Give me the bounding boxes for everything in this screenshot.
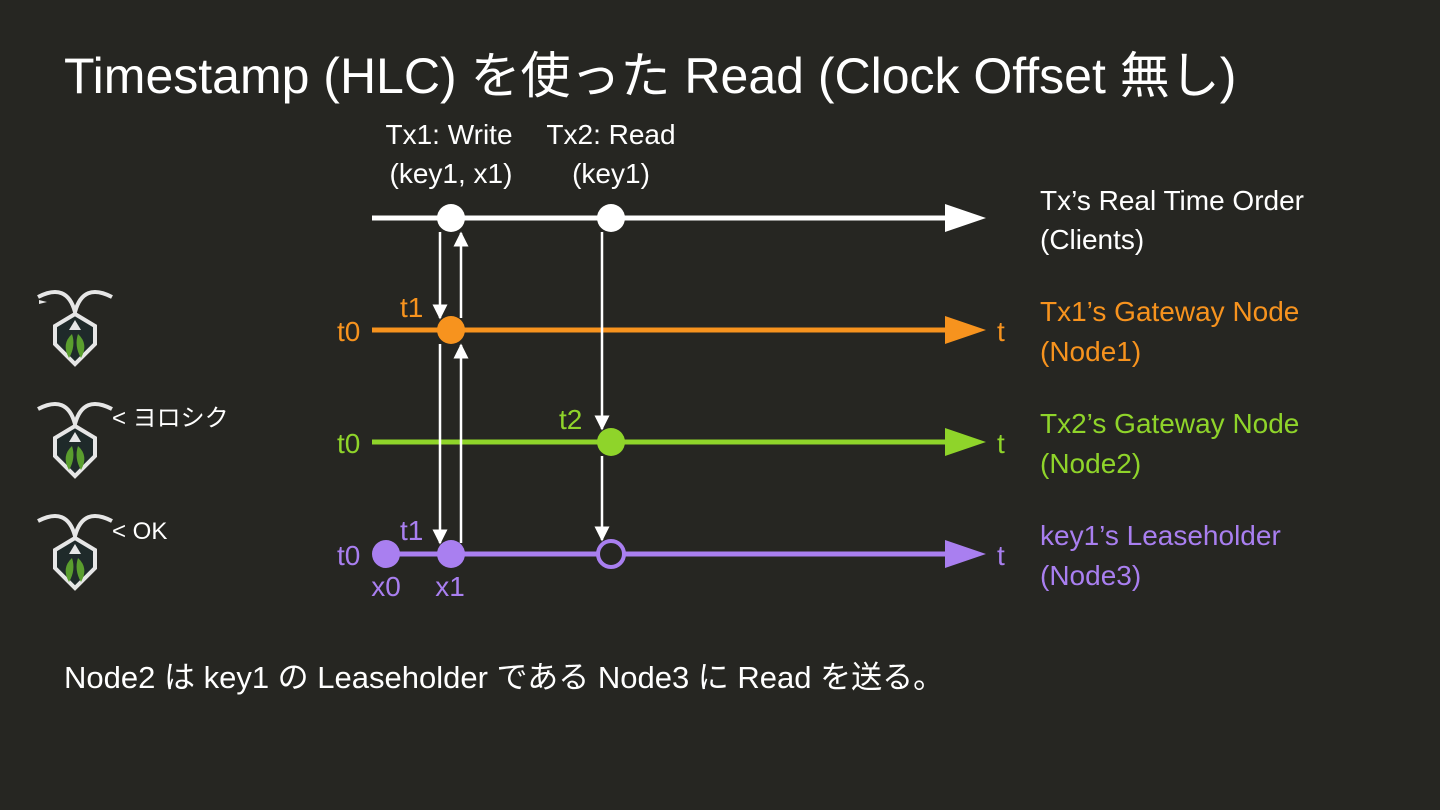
tx1-label-line2: (key1, x1) [390, 158, 513, 189]
node1-lane-name-line1: Tx1’s Gateway Node [1040, 296, 1299, 327]
node1-lane-name-line2: (Node1) [1040, 336, 1141, 367]
node3-start-label: t0 [337, 540, 360, 571]
node2-timeline-arrowhead [945, 428, 986, 456]
cockroach-icon [37, 514, 113, 591]
node1-end-label: t [997, 316, 1005, 347]
node3-x0-label: x0 [371, 571, 401, 602]
node1-t1-event [437, 316, 465, 344]
node3-timeline-arrowhead [945, 540, 986, 568]
icon-speech-3: < OK [112, 518, 167, 545]
node3-lane-name-line1: key1’s Leaseholder [1040, 520, 1281, 551]
node2-start-label: t0 [337, 428, 360, 459]
cockroach-icon [37, 402, 113, 479]
clients-timeline-arrowhead [945, 204, 986, 232]
node3-x1-label: x1 [435, 571, 465, 602]
tx2-client-event [597, 204, 625, 232]
tx1-label-line1: Tx1: Write [385, 119, 512, 150]
tx1-client-event [437, 204, 465, 232]
slide-caption: Node2 は key1 の Leaseholder である Node3 に R… [64, 660, 945, 695]
cockroach-icon [37, 290, 113, 367]
node1-t1-label: t1 [400, 292, 423, 323]
node3-end-label: t [997, 540, 1005, 571]
clients-lane-name-line1: Tx’s Real Time Order [1040, 185, 1304, 216]
node2-t2-event [597, 428, 625, 456]
page-title: Timestamp (HLC) を使った Read (Clock Offset … [64, 48, 1237, 104]
node2-end-label: t [997, 428, 1005, 459]
node3-x0-event [372, 540, 400, 568]
tx2-label-line2: (key1) [572, 158, 650, 189]
node1-timeline-arrowhead [945, 316, 986, 344]
tx2-label-line1: Tx2: Read [546, 119, 675, 150]
node2-lane-name-line1: Tx2’s Gateway Node [1040, 408, 1299, 439]
node2-lane-name-line2: (Node2) [1040, 448, 1141, 479]
icon-speech-2: < ヨロシク [112, 405, 229, 432]
node3-read-event [596, 539, 626, 569]
node3-lane-name-line2: (Node3) [1040, 560, 1141, 591]
node1-start-label: t0 [337, 316, 360, 347]
node2-t2-label: t2 [559, 404, 582, 435]
clients-lane-name-line2: (Clients) [1040, 224, 1144, 255]
node3-t1-label: t1 [400, 515, 423, 546]
node3-x1-event [437, 540, 465, 568]
